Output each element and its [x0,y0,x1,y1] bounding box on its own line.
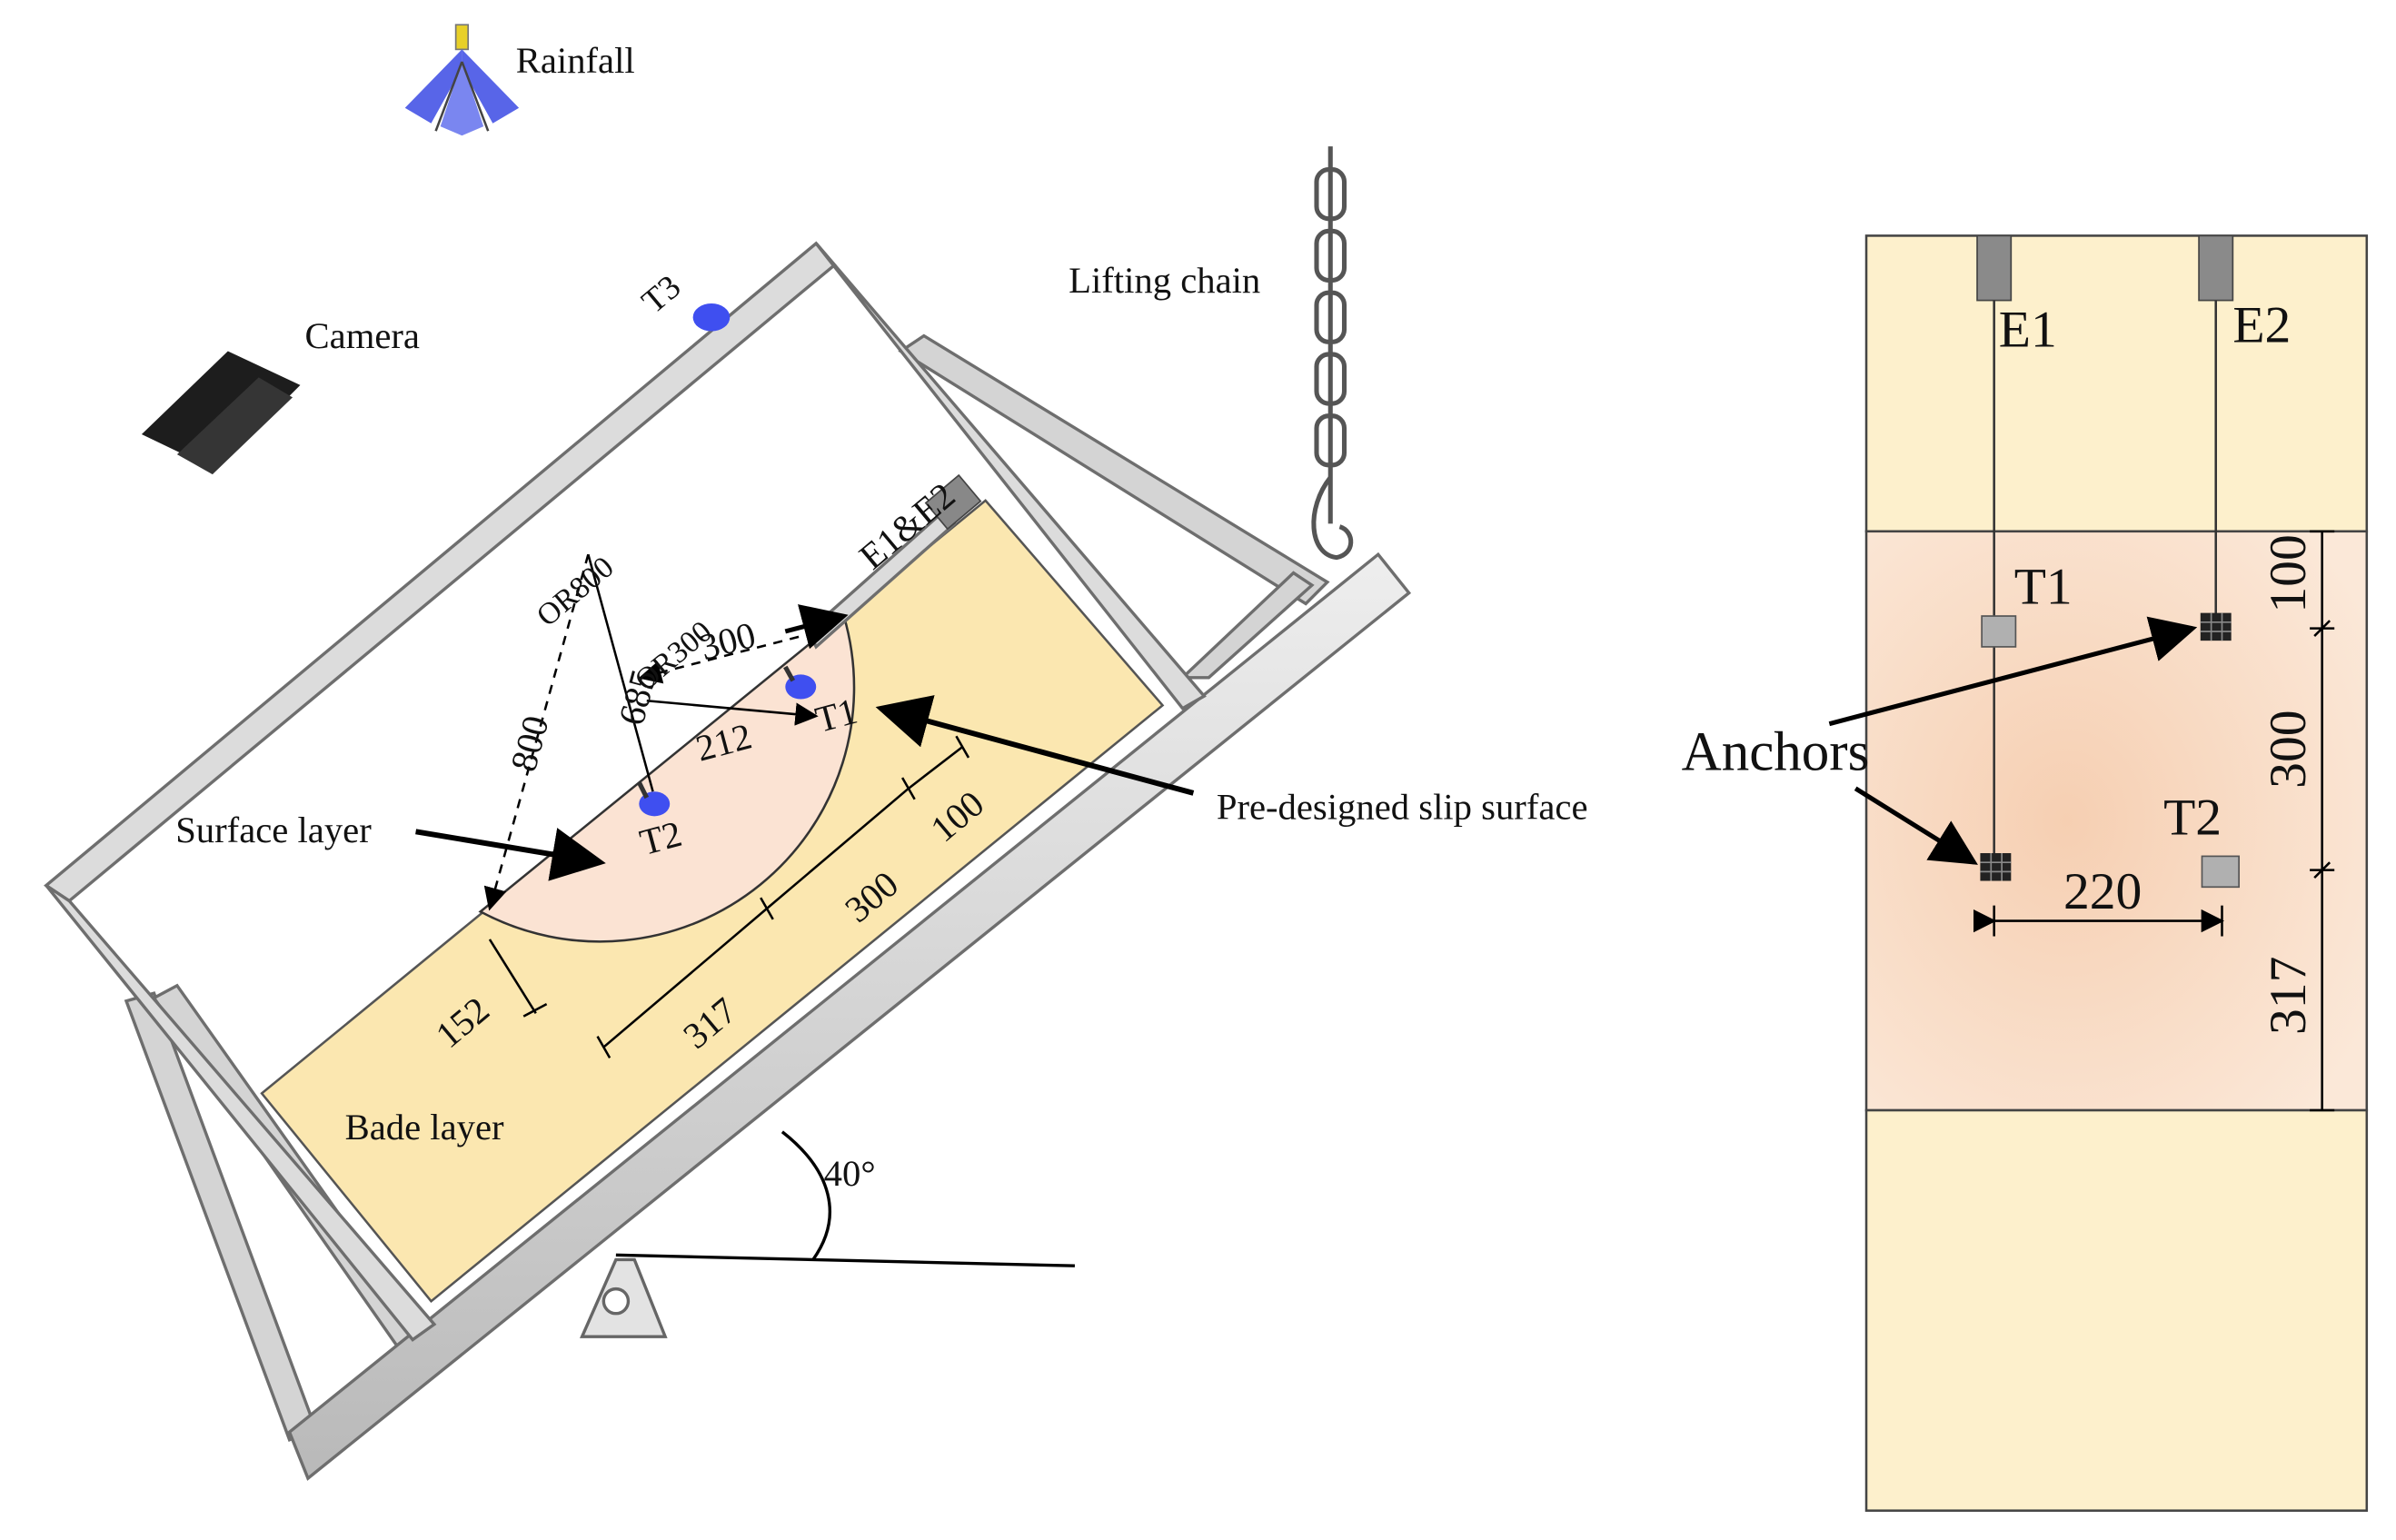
t1-plan-sensor-icon [1981,615,2017,648]
dim-317-plan-label: 317 [2260,957,2317,1035]
t2-plan-label: T2 [2163,790,2222,847]
r685-line [587,553,654,792]
sensor-t2-icon [637,780,671,817]
dim-100 [908,746,963,790]
e1-sensor-icon [1976,234,2013,302]
geometry-lines [483,553,970,1059]
anchor-lower-icon [1980,853,2012,881]
anchor-upper-icon [2200,612,2232,641]
e1e2-sensor-box [924,473,982,531]
frame-right [814,242,1207,710]
t1-plan-label: T1 [2014,558,2073,615]
camera-label: Camera [305,315,420,356]
surface-layer-label: Surface layer [175,810,372,850]
top-surface-marker [784,604,849,650]
rainfall-nozzle-icon [404,24,520,136]
camera-icon [141,351,301,475]
e2-sensor-icon [2198,234,2234,302]
dim-317 [602,908,768,1048]
base-layer-label: Bade layer [345,1107,504,1148]
r800-line [483,553,590,911]
lifting-chain-label: Lifting chain [1069,260,1260,301]
e2-label: E2 [2232,296,2291,353]
dim-300 [766,787,910,909]
anchors-label: Anchors [1682,722,1870,783]
dim-100-plan-label: 100 [2260,534,2317,612]
dim-300-radius-label: 300 [696,614,761,668]
d212-line [646,699,819,726]
sensor-t1-icon [783,665,817,700]
t3-label: T3 [635,268,688,321]
angle-label: 40° [824,1153,876,1194]
anchor-arrow-upper [1828,616,2198,727]
dim-300-plan-label: 300 [2260,710,2317,788]
dim-685-label: 685 [611,665,664,730]
e1-label: E1 [1999,301,2057,358]
t2-plan-sensor-icon [2201,855,2240,889]
dim-800-label: 800 [502,711,556,776]
vertical-dimensions [2310,530,2335,1112]
frame-left [45,884,437,1342]
plan-bottom-zone [1864,1108,2369,1512]
tilt-angle [615,1130,1075,1267]
plan-top-zone [1864,234,2369,533]
dim-220-plan-label: 220 [2063,863,2142,920]
sensor-t3-icon [692,303,731,332]
plan-view: E1 E2 T1 T2 Anchors 220 100 300 317 [1682,234,2369,1512]
hinge-support [580,1257,668,1338]
back-strut [898,333,1330,606]
back-post [1178,571,1315,680]
tilting-flume-view: Rainfall Camera Lifting chain T3 E1&E2 O… [44,24,1588,1481]
rainfall-label: Rainfall [516,40,635,81]
dim-220-line [1973,905,2225,937]
base-beam [287,551,1412,1481]
slip-surface-arrow [875,695,1195,796]
t2-label: T2 [636,813,686,863]
surface-layer-arrow [415,828,606,881]
lifting-chain [1311,146,1354,561]
slip-surface-label: Pre-designed slip surface [1217,787,1588,828]
dim-152 [488,939,537,1014]
anchor-arrow-lower [1854,786,1978,865]
